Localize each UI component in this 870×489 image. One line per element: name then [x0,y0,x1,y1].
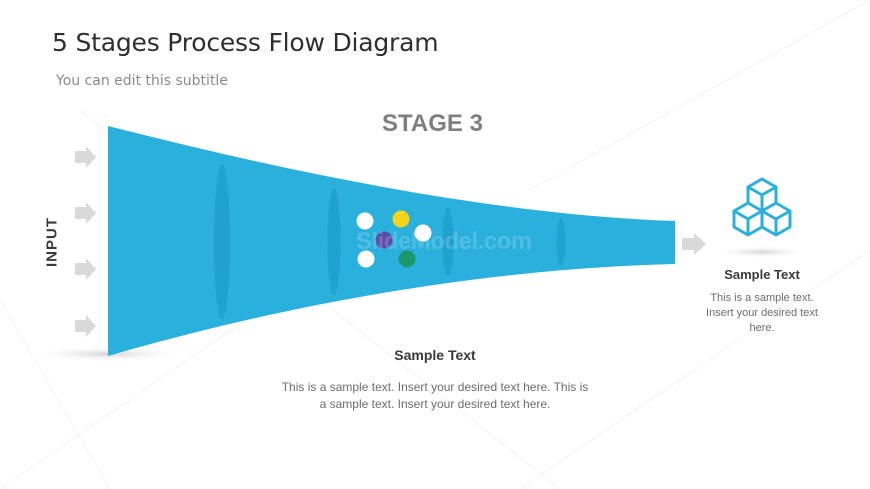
output-body-text: This is a sample text. Insert your desir… [706,292,818,334]
cubes-icon [732,177,792,237]
output-arrow-icon [682,233,706,255]
stage-label: STAGE 3 [382,110,483,137]
input-arrow-icon [75,258,96,280]
input-arrow-icon [75,146,96,168]
funnel-dot [392,210,410,228]
center-heading: Sample Text [394,347,476,363]
center-body-text: This is a sample text. Insert your desir… [281,380,589,411]
funnel-ring [214,164,230,320]
funnel-dots [356,210,432,268]
funnel-dot [414,224,432,242]
funnel-ring [556,218,566,266]
funnel-dot [375,231,393,249]
funnel-ring [327,188,341,296]
funnel-dot [356,212,374,230]
watermark: SlideModel.com [356,228,532,255]
slide-subtitle: You can edit this subtitle [56,73,228,89]
funnel-ring [442,208,454,276]
input-arrow-icon [75,202,96,224]
icon-shadow [716,246,808,258]
input-arrows [75,146,96,337]
funnel-dot [398,250,416,268]
slide-title: 5 Stages Process Flow Diagram [52,28,439,57]
funnel-dot [357,250,375,268]
input-arrow-icon [75,315,96,337]
output-heading: Sample Text [724,267,800,282]
